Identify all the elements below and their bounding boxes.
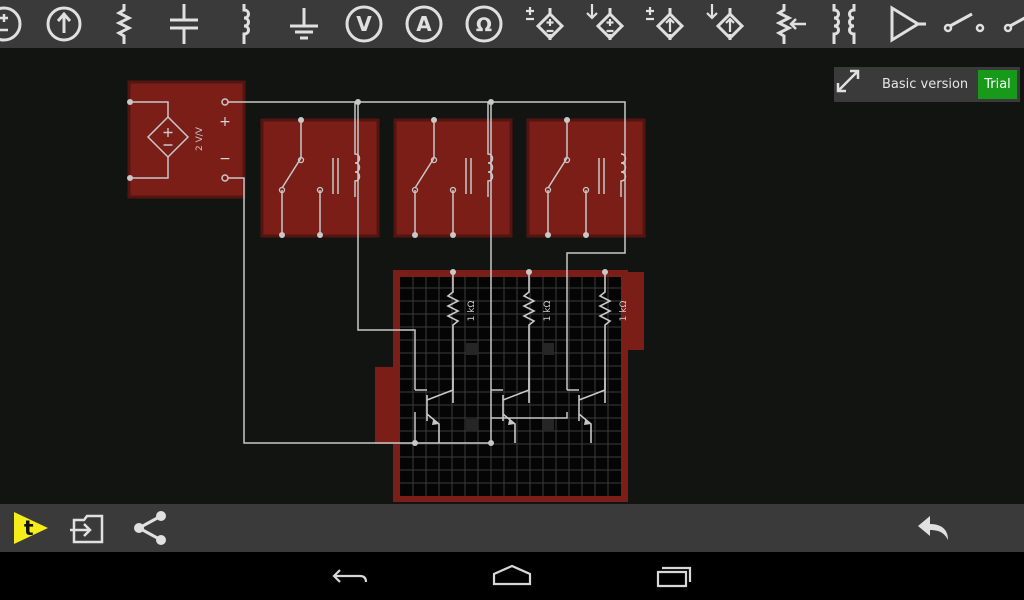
current-source-tool[interactable]	[36, 0, 92, 48]
capacitor-tool[interactable]	[156, 0, 212, 48]
source-plus-label: +	[219, 114, 231, 130]
component-toolbar: V A Ω	[0, 0, 1024, 48]
transformer-icon	[832, 4, 856, 44]
system-nav-bar	[0, 552, 1024, 600]
vccs-tool[interactable]	[636, 0, 692, 48]
version-label: Basic version	[882, 77, 969, 92]
voltmeter-letter: V	[356, 12, 372, 36]
version-box: Basic version Trial	[834, 67, 1020, 102]
app-logo-letter: t	[24, 516, 34, 540]
relay-1[interactable]	[260, 102, 380, 238]
switch-icon	[943, 12, 985, 33]
expand-icon[interactable]	[834, 67, 862, 95]
back-icon[interactable]	[326, 560, 374, 592]
voltage-source-tool[interactable]	[0, 0, 32, 48]
voltage-source-icon	[0, 6, 22, 42]
source-gain-label: 2 V/V	[195, 126, 205, 151]
ohmmeter-tool[interactable]: Ω	[456, 0, 512, 48]
switch-tool[interactable]	[936, 0, 992, 48]
circuit-canvas[interactable]: 2 V/V + −	[0, 48, 1024, 504]
circuit-diagram: 2 V/V + −	[127, 80, 646, 502]
ground-tool[interactable]	[276, 0, 332, 48]
ccvs-tool[interactable]	[576, 0, 632, 48]
cccs-tool[interactable]	[696, 0, 752, 48]
resistors	[446, 272, 612, 403]
share-icon[interactable]	[130, 508, 170, 548]
inductor-tool[interactable]	[216, 0, 272, 48]
transistors	[415, 378, 606, 443]
transformer-tool[interactable]	[816, 0, 872, 48]
ccvs-icon	[586, 4, 625, 41]
resistor-icon	[115, 4, 133, 44]
potentiometer-tool[interactable]	[760, 0, 816, 48]
breadboard[interactable]	[375, 270, 644, 502]
undo-icon[interactable]	[914, 508, 954, 548]
bottom-action-bar: t	[0, 504, 1024, 552]
recent-apps-icon[interactable]	[650, 560, 698, 592]
capacitor-icon	[170, 4, 198, 44]
potentiometer-icon	[775, 4, 806, 44]
vcvs-tool[interactable]	[516, 0, 572, 48]
resistor-1-label: 1 kΩ	[467, 301, 477, 322]
ohmmeter-icon: Ω	[465, 5, 503, 43]
vccs-icon	[646, 7, 685, 41]
opamp-tool[interactable]	[876, 0, 932, 48]
app-logo-button[interactable]: t	[10, 508, 50, 548]
switch-icon	[1003, 16, 1024, 33]
resistor-3-label: 1 kΩ	[619, 301, 629, 322]
ground-icon	[290, 8, 318, 40]
inductor-icon	[242, 4, 250, 44]
ohmmeter-letter: Ω	[476, 14, 492, 36]
relay-2[interactable]	[393, 102, 513, 238]
resistor-2-label: 1 kΩ	[543, 301, 553, 322]
current-source-icon	[46, 6, 82, 42]
resistor-tool[interactable]	[96, 0, 152, 48]
relay-3[interactable]	[526, 117, 646, 238]
switch-tool-2[interactable]	[996, 0, 1024, 48]
vcvs-icon	[526, 7, 565, 41]
voltmeter-tool[interactable]: V	[336, 0, 392, 48]
home-icon[interactable]	[488, 560, 536, 592]
source-minus-label: −	[219, 151, 231, 167]
ammeter-letter: A	[416, 12, 432, 36]
export-icon[interactable]	[68, 508, 108, 548]
trial-badge[interactable]: Trial	[978, 70, 1017, 99]
ammeter-tool[interactable]: A	[396, 0, 452, 48]
ammeter-icon: A	[405, 5, 443, 43]
cccs-icon	[706, 4, 745, 41]
voltmeter-icon: V	[345, 5, 383, 43]
opamp-icon	[890, 5, 926, 43]
